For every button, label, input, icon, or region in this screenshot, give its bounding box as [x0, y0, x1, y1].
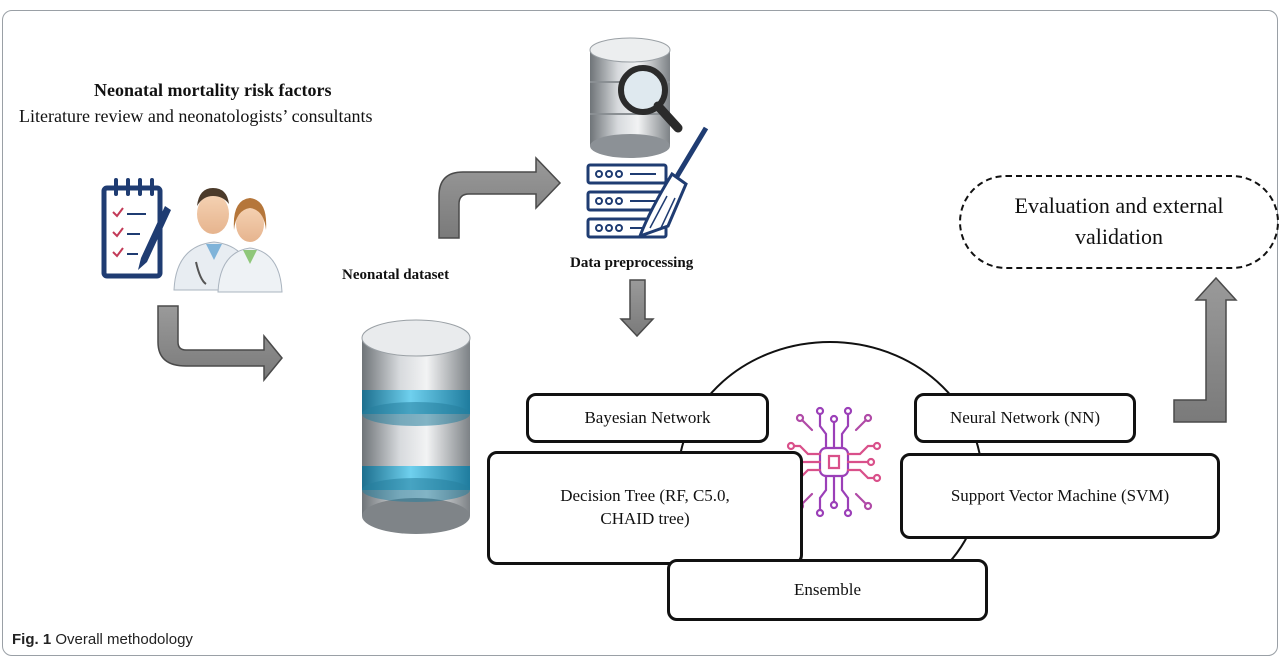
bayesian-network-label: Bayesian Network: [584, 407, 711, 427]
decision-tree-label-line2: CHAID tree): [600, 509, 690, 528]
evaluation-label-line1: Evaluation and external: [1014, 193, 1224, 219]
risk-factors-title: Neonatal mortality risk factors: [94, 80, 332, 100]
database-search-icon: [589, 37, 683, 158]
decision-tree-label-line1: Decision Tree (RF, C5.0,: [560, 486, 730, 506]
dataset-label: Neonatal dataset: [342, 267, 450, 283]
figure-caption-label: Fig. 1: [12, 631, 52, 648]
database-icon: [361, 319, 471, 534]
svm-label: Support Vector Machine (SVM): [950, 485, 1170, 505]
doctors-icon: [173, 188, 283, 293]
decision-tree-box: Decision Tree (RF, C5.0, CHAID tree): [487, 451, 803, 565]
ensemble-label: Ensemble: [793, 579, 862, 599]
bayesian-network-box: Bayesian Network: [526, 393, 769, 443]
arrow-to-dataset: [157, 305, 283, 383]
evaluation-node: Evaluation and external validation: [959, 175, 1279, 269]
clipboard-icon: [101, 178, 171, 279]
arrow-to-models: [619, 279, 655, 338]
risk-factors-subtitle: Literature review and neonatologists’ co…: [19, 106, 373, 126]
svm-box: Support Vector Machine (SVM): [900, 453, 1220, 539]
neural-network-label: Neural Network (NN): [949, 407, 1101, 427]
preprocessing-label: Data preprocessing: [570, 255, 694, 271]
arrow-to-evaluation: [1173, 276, 1238, 423]
neural-network-box: Neural Network (NN): [914, 393, 1136, 443]
arrow-to-preprocessing: [438, 156, 562, 239]
evaluation-label-line2: validation: [1075, 224, 1163, 249]
figure-caption-text: Overall methodology: [55, 631, 193, 648]
figure-caption: Fig. 1 Overall methodology: [12, 631, 193, 648]
ensemble-box: Ensemble: [667, 559, 988, 621]
server-broom-icon: [586, 126, 709, 239]
